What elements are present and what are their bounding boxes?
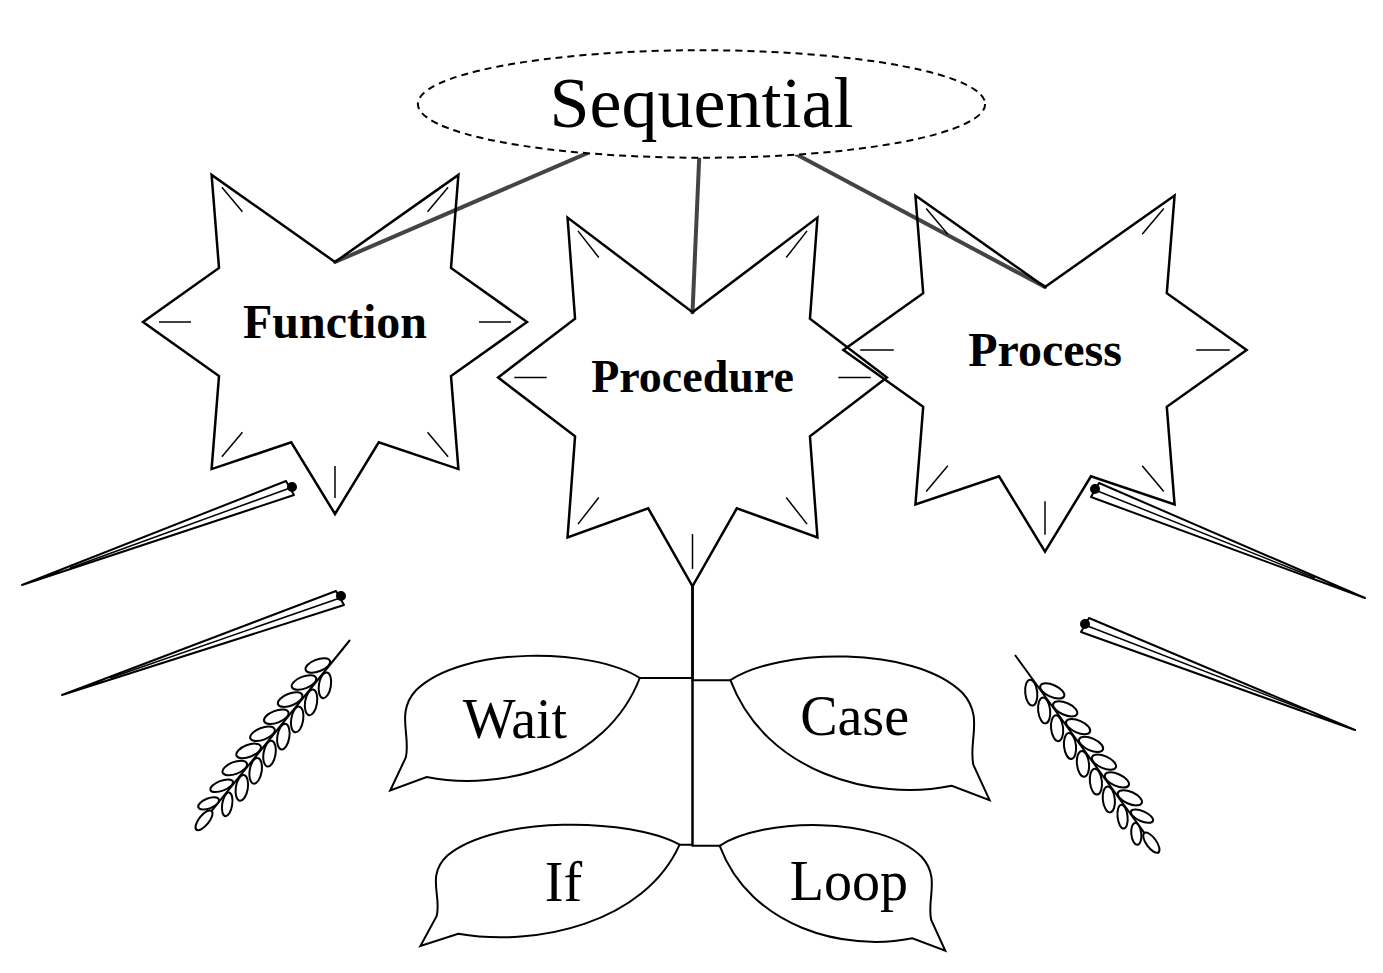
process-leaf: Process xyxy=(835,140,1255,560)
node-label: Sequential xyxy=(546,64,858,143)
leaf-stem-connector xyxy=(335,153,587,262)
wheat-ear xyxy=(998,643,1175,866)
leaf-stem-connector xyxy=(693,158,700,312)
leaf-outline xyxy=(730,656,989,800)
node-label: Procedure xyxy=(587,352,798,403)
leaf-vein xyxy=(578,231,599,258)
node-label: Function xyxy=(239,296,431,349)
wheat-ear xyxy=(180,627,366,843)
leaf-vein xyxy=(222,187,243,212)
leaf-stem-connector xyxy=(693,586,731,680)
leaf-vein xyxy=(159,321,191,323)
leaf-stem-connector xyxy=(693,586,720,846)
node-label: Wait xyxy=(459,689,571,751)
leaf-vein xyxy=(334,466,336,498)
leaf-stem-connector xyxy=(680,586,693,844)
leaf-vein xyxy=(479,321,511,323)
if-leaf: If xyxy=(415,815,685,950)
loop-leaf: Loop xyxy=(715,815,950,955)
leaf-vein xyxy=(692,534,694,569)
leaf-vein xyxy=(1196,349,1230,351)
leaf-vein xyxy=(578,497,599,524)
leaf-vein xyxy=(514,377,546,379)
sequential-ellipse: Sequential xyxy=(415,48,988,160)
node-label: If xyxy=(541,852,586,914)
leaf-outline xyxy=(720,825,946,951)
leaf-vein xyxy=(926,208,948,234)
leaf-vein xyxy=(1142,208,1164,234)
leaf-vein xyxy=(222,432,243,457)
leaf-vein xyxy=(428,432,449,457)
leaf-vein xyxy=(838,377,870,379)
leaf-vein xyxy=(1044,501,1046,535)
leaf-vein xyxy=(926,466,948,492)
grass-blade xyxy=(1091,483,1365,598)
procedure-leaf: Procedure xyxy=(490,160,895,595)
maple-leaf-outline xyxy=(843,196,1246,552)
leaf-stem-connector xyxy=(640,586,693,678)
leaf-vein xyxy=(860,349,894,351)
wait-leaf: Wait xyxy=(385,645,645,795)
dashed-ellipse xyxy=(418,50,985,158)
leaf-outline xyxy=(420,825,679,946)
node-label: Process xyxy=(964,324,1126,377)
maple-leaf-outline xyxy=(498,218,887,587)
leaf-vein xyxy=(786,231,807,258)
leaf-outline xyxy=(390,656,640,791)
leaf-vein xyxy=(428,187,449,212)
leaf-vein xyxy=(786,497,807,524)
leaf-vein xyxy=(1142,466,1164,492)
grass-blade xyxy=(1081,618,1355,730)
case-leaf: Case xyxy=(725,645,995,805)
function-leaf: Function xyxy=(135,122,535,522)
maple-leaf-outline xyxy=(143,175,527,514)
node-label: Loop xyxy=(786,851,912,913)
node-label: Case xyxy=(796,686,913,748)
grass-blade xyxy=(22,481,296,585)
